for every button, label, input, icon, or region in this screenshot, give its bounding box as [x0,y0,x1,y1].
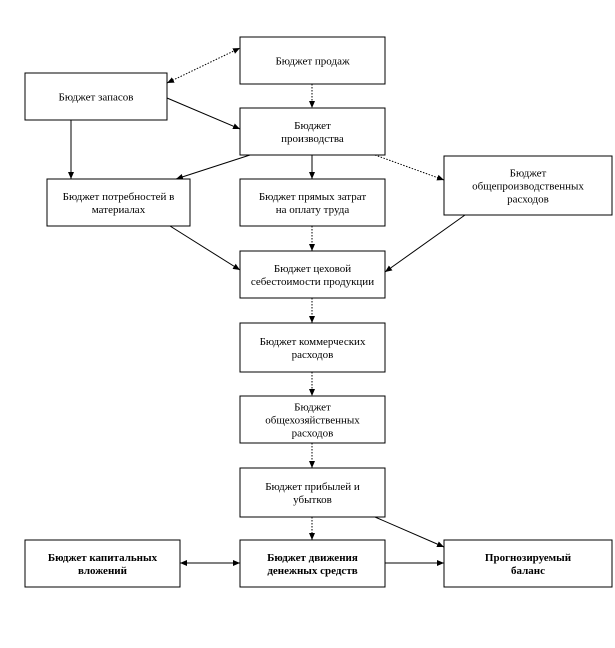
node-label-labor-line-0: Бюджет прямых затрат [259,191,366,203]
node-inventory: Бюджет запасов [24,72,168,121]
node-label-labor-line-1: на оплату труда [276,204,350,216]
node-box-labor [239,178,386,227]
arrow-inventory-to-sales [166,47,241,84]
node-box-cashflow [239,539,386,588]
node-label-cashflow-line-0: Бюджет движения [267,552,358,564]
node-label-balance-line-0: Прогнозируемый [485,552,572,564]
node-box-inventory [24,72,168,121]
node-box-balance [443,539,613,588]
node-box-materials [46,178,191,227]
node-label-production-line-1: производства [281,133,344,145]
node-label-balance-line-1: баланс [511,565,545,577]
arrow-materials-to-cost [169,225,241,271]
node-box-sales [239,36,386,85]
node-label-admin-line-0: Бюджет [294,402,331,414]
node-box-capital [24,539,181,588]
node-label-capital-line-1: вложений [78,565,128,577]
node-label-cost-line-1: себестоимости продукции [251,276,374,288]
node-box-profit [239,467,386,518]
arrow-profit-to-balance [374,516,445,548]
node-label-production-line-0: Бюджет [294,120,331,132]
node-label-overhead-line-2: расходов [507,194,549,206]
node-label-capital-line-0: Бюджет капитальных [48,552,158,564]
node-label-cashflow-line-1: денежных средств [267,565,357,577]
arrow-production-to-materials [175,154,251,180]
node-label-sales-line-0: Бюджет продаж [275,56,350,68]
node-box-admin [239,395,386,444]
edges-layer [68,47,466,566]
node-label-commercial-line-0: Бюджет коммерческих [260,336,366,348]
node-box-production [239,107,386,156]
node-label-commercial-line-1: расходов [292,349,334,361]
node-label-profit-line-0: Бюджет прибылей и [265,481,360,493]
node-label-cost-line-0: Бюджет цеховой [274,263,351,275]
node-box-overhead [443,155,613,216]
node-label-materials-line-1: материалах [92,204,146,216]
arrow-inventory-to-production [166,97,241,130]
node-box-commercial [239,322,386,373]
arrow-overhead-to-cost [384,214,466,273]
node-sales: Бюджет продаж [239,36,386,85]
node-label-admin-line-1: общехозяйственных [265,415,360,427]
node-label-materials-line-0: Бюджет потребностей в [63,191,175,203]
node-label-inventory-line-0: Бюджет запасов [59,92,134,104]
node-box-cost [239,250,386,299]
node-label-profit-line-1: убытков [293,494,332,506]
node-label-overhead-line-1: общепроизводственных [472,181,584,193]
arrow-production-to-overhead [374,154,445,181]
node-label-admin-line-2: расходов [292,428,334,440]
node-label-overhead-line-0: Бюджет [510,168,547,180]
